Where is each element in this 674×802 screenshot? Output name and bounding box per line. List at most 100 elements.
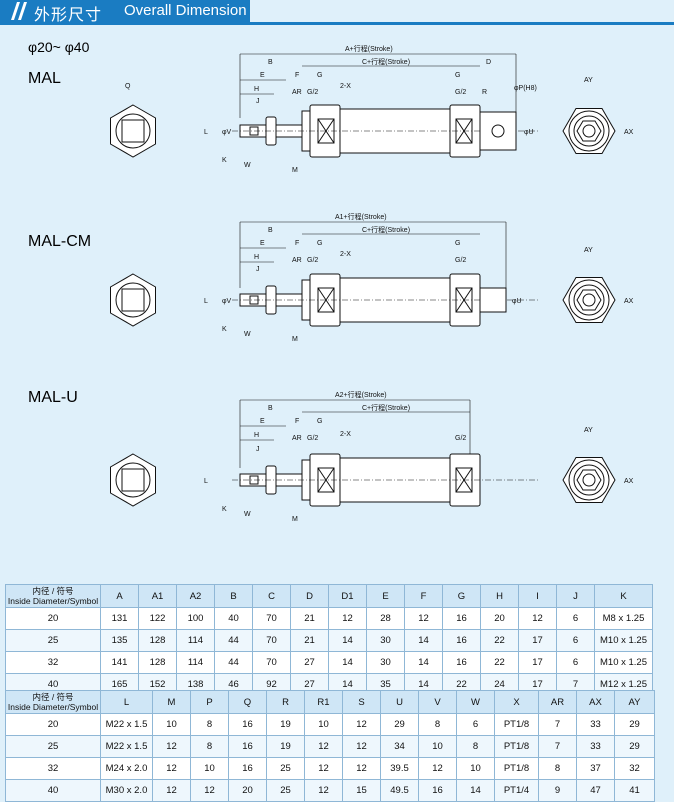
dim-f: F — [295, 72, 299, 79]
dim-k: K — [222, 157, 227, 164]
dim-g2-u: G/2 — [307, 435, 318, 442]
table-cell: PT1/8 — [494, 757, 539, 780]
column-header-ay: AY — [614, 690, 655, 714]
table-cell: 25 — [266, 757, 305, 780]
table-cell: 16 — [442, 629, 481, 652]
column-header-h: H — [480, 584, 519, 608]
table-cell: 12 — [304, 779, 343, 802]
column-header-p: P — [190, 690, 229, 714]
table-cell: 6 — [456, 713, 495, 736]
dim-ar-u: AR — [292, 435, 302, 442]
table-cell: PT1/8 — [494, 735, 539, 758]
dim-b-cm: B — [268, 227, 273, 234]
dim-g2-rear-u: G/2 — [455, 435, 466, 442]
table-cell: 12 — [304, 757, 343, 780]
dim-g-cm: G — [317, 240, 322, 247]
table-cell: 12 — [518, 607, 557, 630]
table-cell: 29 — [380, 713, 419, 736]
dim-d: D — [486, 59, 491, 66]
dim-g2-cm: G/2 — [307, 257, 318, 264]
column-header-q: Q — [228, 690, 267, 714]
diameter-range: φ20~ φ40 — [28, 39, 90, 55]
table-cell: M30 x 2.0 — [100, 779, 153, 802]
column-header-e: E — [366, 584, 405, 608]
table-cell: PT1/4 — [494, 779, 539, 802]
table-cell: 135 — [100, 629, 139, 652]
dim-u-cm: φU — [512, 298, 522, 305]
dim-g2-rear-cm: G/2 — [455, 257, 466, 264]
table-cell: 32 — [614, 757, 655, 780]
dim-f-u: F — [295, 418, 299, 425]
header-symbol-en: Inside Diameter/Symbol — [7, 596, 99, 606]
column-header-i: I — [518, 584, 557, 608]
table-cell: 6 — [556, 651, 595, 674]
column-header-j: J — [556, 584, 595, 608]
table-cell: 17 — [518, 651, 557, 674]
table-cell: 9 — [538, 779, 577, 802]
table-cell: 14 — [456, 779, 495, 802]
table-cell: M10 x 1.25 — [594, 651, 653, 674]
dim-a2-stroke: A2+行程(Stroke) — [335, 390, 387, 399]
dim-u: φU — [524, 129, 534, 136]
table-cell: 27 — [290, 651, 329, 674]
header-title-cn: 外形尺寸 — [34, 5, 103, 24]
column-header-g: G — [442, 584, 481, 608]
row-diameter: 25 — [5, 735, 101, 758]
column-header-x: X — [494, 690, 539, 714]
dim-a-stroke: A+行程(Stroke) — [345, 44, 393, 53]
dim-h: H — [254, 86, 259, 93]
header-title-en: Overall Dimension — [124, 2, 247, 19]
model-label-mal: MAL — [28, 70, 61, 87]
dim-b: B — [268, 59, 273, 66]
dim-q: Q — [125, 83, 131, 90]
dim-g-rear-cm: G — [455, 240, 460, 247]
dim-g2: G/2 — [307, 89, 318, 96]
table-cell: 14 — [328, 629, 367, 652]
header-symbol-cn: 内径 / 符号 — [32, 586, 74, 596]
table-cell: 7 — [538, 735, 577, 758]
header-bar — [0, 0, 250, 22]
table-cell: 8 — [456, 735, 495, 758]
dim-a1-stroke: A1+行程(Stroke) — [335, 212, 387, 221]
table-cell: 37 — [576, 757, 615, 780]
table-cell: 12 — [342, 735, 381, 758]
dim-g-rear: G — [455, 72, 460, 79]
dim-ar-cm: AR — [292, 257, 302, 264]
table-cell: 14 — [328, 651, 367, 674]
column-header-u: U — [380, 690, 419, 714]
table-cell: 44 — [214, 629, 253, 652]
table-cell: 100 — [176, 607, 215, 630]
dim-x: 2-X — [340, 83, 351, 90]
dim-v-cm: φV — [222, 298, 232, 305]
dim-r: R — [482, 89, 487, 96]
table-cell: 8 — [538, 757, 577, 780]
table-cell: M8 x 1.25 — [594, 607, 653, 630]
dim-e-cm: E — [260, 240, 265, 247]
table-cell: 30 — [366, 651, 405, 674]
table-cell: 44 — [214, 651, 253, 674]
table-cell: 70 — [252, 651, 291, 674]
column-header-r1: R1 — [304, 690, 343, 714]
table-cell: 114 — [176, 629, 215, 652]
table-cell: M24 x 2.0 — [100, 757, 153, 780]
dim-x-cm: 2-X — [340, 251, 351, 258]
row-diameter: 20 — [5, 713, 101, 736]
table-cell: 30 — [366, 629, 405, 652]
table-cell: 128 — [138, 629, 177, 652]
table-cell: 19 — [266, 735, 305, 758]
table-cell: 21 — [290, 629, 329, 652]
table-cell: 131 — [100, 607, 139, 630]
column-header-r: R — [266, 690, 305, 714]
dim-f-cm: F — [295, 240, 299, 247]
dim-v: φV — [222, 129, 232, 136]
table-cell: 12 — [190, 779, 229, 802]
dim-ay-u: AY — [584, 427, 593, 434]
